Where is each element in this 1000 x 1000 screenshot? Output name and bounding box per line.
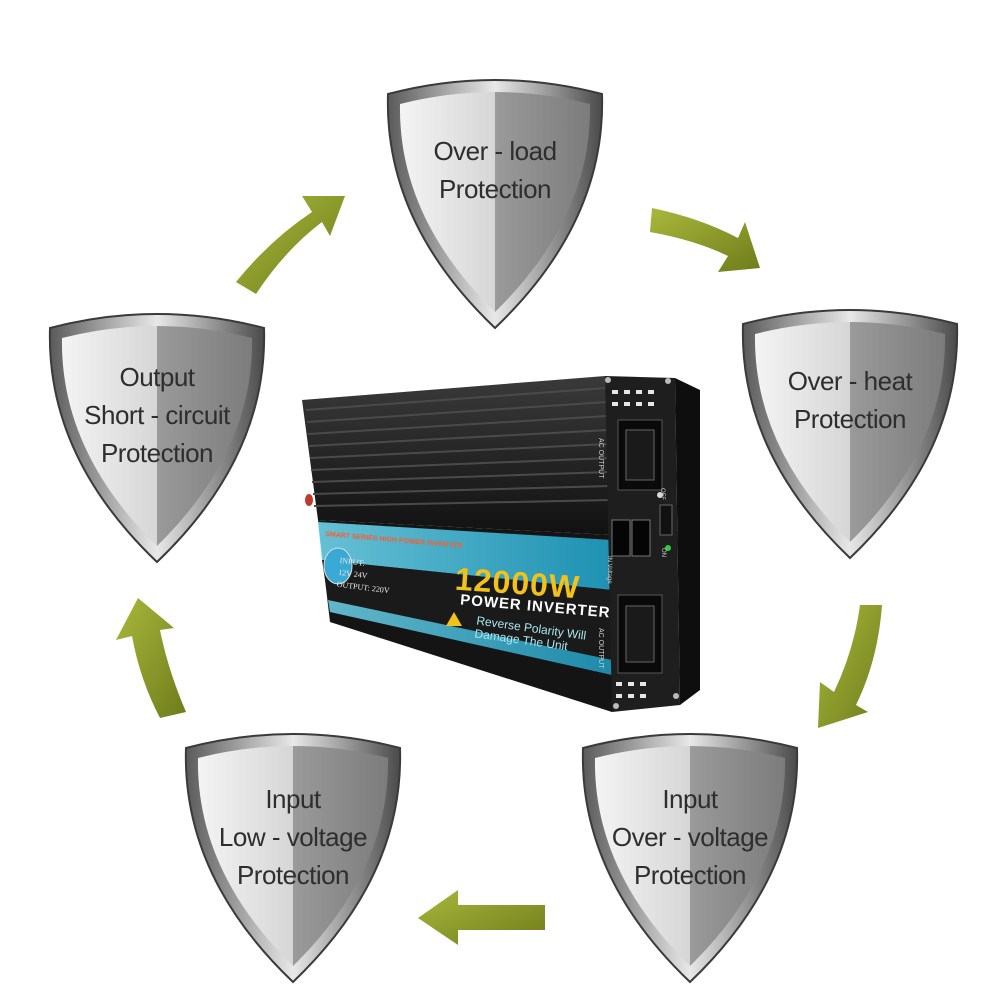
shield-label-line: Input: [265, 784, 321, 814]
shield-short-circuit: Output Short - circuit Protection: [42, 306, 272, 566]
inverter-switch-on: ON: [660, 548, 666, 557]
shield-low-voltage: Input Low - voltage Protection: [178, 726, 408, 986]
shield-label-line: Protection: [100, 438, 214, 468]
arrow-overvoltage-to-lowvoltage: [418, 890, 545, 945]
arrow-overheat-to-overvoltage: [818, 605, 882, 728]
shield-label-line: Protection: [438, 174, 552, 204]
shield-overload: Over - load Protection: [380, 72, 610, 332]
inverter-spec: INPUT: 12V 24V OUTPUT: 220V: [336, 555, 393, 597]
shield-icon: [581, 733, 799, 984]
shield-over-voltage: Input Over - voltage Protection: [575, 726, 805, 986]
shield-label-line: Over - load: [433, 136, 557, 166]
shield-label-line: Low - voltage: [218, 822, 368, 852]
shield-label-line: Protection: [236, 860, 350, 890]
inverter-voltage-label: IN Voltage: [606, 556, 612, 584]
shield-overheat: Over - heat Protection: [735, 302, 965, 562]
shield-icon: [184, 733, 402, 984]
arrow-output-to-overload: [236, 196, 345, 294]
shield-label-line: Output: [119, 362, 195, 392]
shield-label-line: Protection: [633, 860, 747, 890]
shield-label-line: Input: [662, 784, 718, 814]
shield-label-line: Over - voltage: [611, 822, 769, 852]
shield-icon: [741, 309, 959, 560]
shield-icon: [48, 313, 266, 564]
power-inverter-image: [302, 376, 700, 712]
shield-label-line: Protection: [793, 404, 907, 434]
shield-icon: [386, 79, 604, 330]
inverter-ac-output-label-2: AC OUTPUT: [597, 628, 604, 669]
arrow-overload-to-overheat: [650, 208, 760, 272]
inverter-switch-off: OFF: [659, 488, 665, 500]
arrow-lowvoltage-to-shortcircuit: [116, 598, 186, 718]
shield-label-line: Over - heat: [787, 366, 913, 396]
shield-label-line: Short - circuit: [84, 400, 230, 430]
inverter-ac-output-label: AC OUTPUT: [597, 438, 604, 479]
